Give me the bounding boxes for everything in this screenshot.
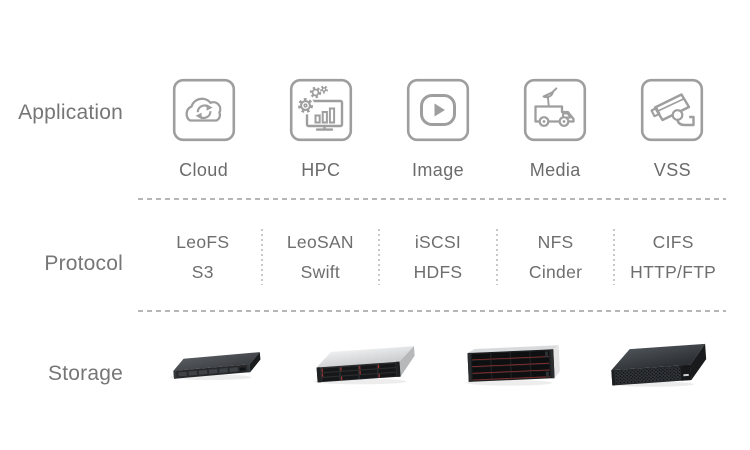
protocol-cell-leosan: LeoSAN Swift	[263, 227, 379, 287]
cctv-camera-icon	[641, 78, 704, 142]
application-row-label: Application	[18, 101, 123, 124]
application-column-hpc: HPC	[262, 78, 379, 181]
protocol-cell-nfs: NFS Cinder	[498, 227, 614, 287]
application-row: Cloud HPC	[145, 78, 731, 181]
protocol-line1: iSCSI	[414, 232, 462, 252]
application-caption-vss: VSS	[653, 160, 692, 180]
storage-column-3	[438, 338, 585, 396]
protocol-line2: Cinder	[528, 262, 583, 282]
protocol-divider	[378, 229, 381, 285]
rack-server-2u-image	[313, 346, 415, 385]
storage-row	[145, 338, 731, 396]
application-column-image: Image	[379, 78, 496, 181]
application-caption-cloud: Cloud	[179, 160, 229, 180]
video-play-icon	[406, 78, 470, 142]
monitor-gears-chart-icon	[289, 78, 352, 142]
storage-column-2	[292, 338, 439, 396]
protocol-line1: LeoFS	[176, 232, 230, 252]
protocol-divider	[260, 229, 263, 285]
application-column-media: Media	[497, 78, 614, 181]
broadcast-van-icon	[524, 78, 587, 142]
storage-column-4	[585, 338, 732, 396]
protocol-line1: NFS	[537, 232, 574, 252]
protocol-line2: S3	[191, 262, 214, 282]
application-caption-image: Image	[411, 160, 465, 180]
protocol-divider	[495, 229, 498, 285]
protocol-line1: LeoSAN	[286, 232, 354, 252]
application-column-cloud: Cloud	[145, 78, 262, 181]
dense-storage-4u-image	[610, 343, 706, 387]
protocol-row-label: Protocol	[44, 252, 123, 275]
storage-array-4u-image	[466, 345, 561, 386]
storage-row-label: Storage	[48, 362, 123, 385]
protocol-cell-cifs: CIFS HTTP/FTP	[615, 227, 731, 287]
protocol-line2: HTTP/FTP	[630, 262, 717, 282]
application-caption-media: Media	[529, 160, 581, 180]
application-column-vss: VSS	[614, 78, 731, 181]
dashed-separator-bottom	[138, 310, 726, 312]
storage-column-1	[145, 338, 292, 396]
application-caption-hpc: HPC	[301, 160, 341, 180]
dashed-separator-top	[138, 198, 726, 200]
cloud-sync-icon	[172, 78, 235, 142]
protocol-line1: CIFS	[652, 232, 694, 252]
protocol-line2: HDFS	[413, 262, 463, 282]
rack-server-1u-image	[169, 352, 261, 381]
protocol-cell-leofs: LeoFS S3	[145, 227, 261, 287]
protocol-cell-iscsi: iSCSI HDFS	[380, 227, 496, 287]
protocol-row: LeoFS S3 LeoSAN Swift iSCSI HDFS NFS Cin…	[145, 227, 731, 287]
protocol-divider	[613, 229, 616, 285]
protocol-line2: Swift	[300, 262, 341, 282]
